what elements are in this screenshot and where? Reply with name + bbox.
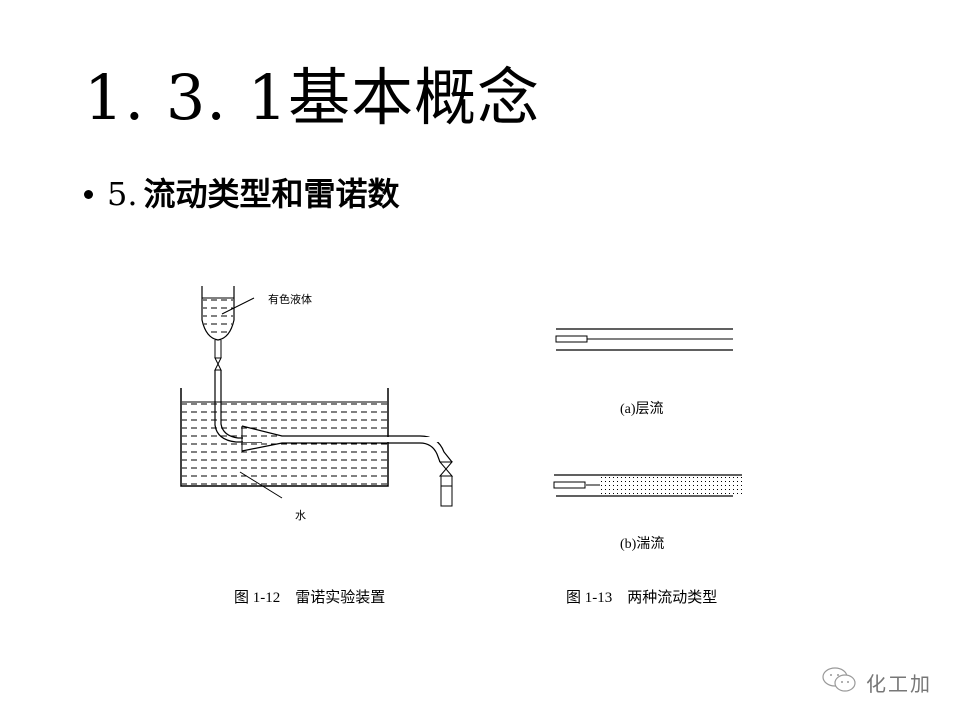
figure-1-12-caption: 图 1-12 雷诺实验装置 <box>234 590 386 606</box>
bullet-item: 5. 流动类型和雷诺数 <box>84 172 400 216</box>
bullet-text: 流动类型和雷诺数 <box>143 175 400 213</box>
flow-types-diagram <box>553 328 742 497</box>
figure-1-13-caption: 图 1-13 两种流动类型 <box>566 590 718 606</box>
water-label: 水 <box>295 509 306 522</box>
turbulent-label: (b)湍流 <box>620 537 665 552</box>
wechat-icon <box>820 666 860 698</box>
laminar-label: (a)层流 <box>620 402 664 417</box>
watermark-text: 化工加 <box>866 671 932 696</box>
slide-title: 1. 3. 1基本概念 <box>84 61 541 134</box>
reynolds-apparatus-diagram <box>180 286 454 507</box>
colored-liquid-label: 有色液体 <box>268 293 312 306</box>
watermark: 化工加 <box>820 666 932 698</box>
bullet-dot-icon <box>84 189 93 199</box>
bullet-number: 5. <box>107 175 138 213</box>
